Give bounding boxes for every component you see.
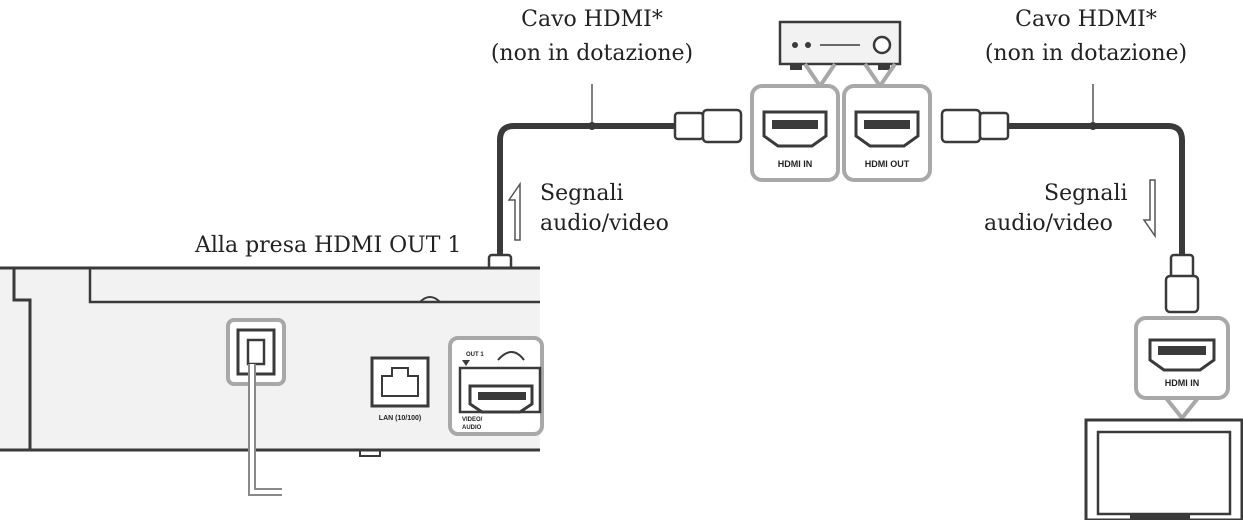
cable-right-label-1: Cavo HDMI* — [1015, 7, 1157, 32]
tv-hdmi-in-label: HDMI IN — [1165, 378, 1200, 388]
signal-left-label-1: Segnali — [540, 181, 624, 206]
hdmi-cable-left — [497, 123, 675, 255]
signal-arrow-up-icon — [507, 181, 521, 241]
cable-right-label-2: (non in dotazione) — [984, 41, 1188, 66]
cable-left-dot — [588, 122, 596, 130]
av-receiver — [778, 20, 902, 70]
cable-left-label-1: Cavo HDMI* — [521, 7, 663, 32]
receiver-hdmi-in-label: HDMI IN — [778, 159, 813, 169]
receiver-hdmi-out-panel — [842, 62, 932, 182]
video-audio-label-2: AUDIO — [462, 425, 482, 431]
tv-monitor — [1084, 418, 1243, 522]
signal-right-label-2: audio/video — [984, 211, 1113, 236]
signal-left-label-2: audio/video — [540, 211, 669, 236]
hdmi-plug-tv — [1164, 253, 1200, 314]
hdmi-plug-left-receiver — [673, 108, 743, 144]
bluray-player — [0, 266, 544, 496]
out1-label: OUT 1 — [466, 352, 484, 358]
hdmi-cable-right — [990, 123, 1185, 255]
receiver-hdmi-in-panel — [750, 62, 840, 182]
to-hdmi-out-1-label: Alla presa HDMI OUT 1 — [195, 233, 462, 258]
signal-arrow-down-icon — [1142, 179, 1156, 239]
video-audio-label-1: VIDEO/ — [462, 417, 483, 423]
hdmi-plug-right-receiver — [940, 108, 1010, 144]
lan-port-label: LAN (10/100) — [379, 415, 421, 422]
tv-hdmi-in-panel — [1134, 316, 1230, 422]
signal-right-label-1: Segnali — [1044, 181, 1128, 206]
receiver-hdmi-out-label: HDMI OUT — [865, 159, 910, 169]
cable-right-dot — [1089, 122, 1097, 130]
cable-left-label-2: (non in dotazione) — [490, 41, 694, 66]
